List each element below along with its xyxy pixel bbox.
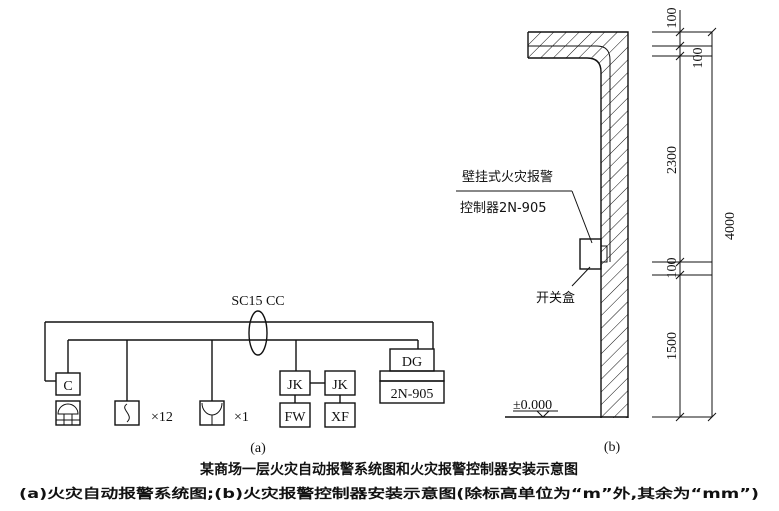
xf-box: [324, 402, 356, 428]
tick-7: [707, 27, 717, 37]
diagram-a-label: (a): [250, 441, 266, 456]
switch-box-leader: [571, 266, 591, 287]
figure-subtitle: (a)火灾自动报警系统图;(b)火灾报警控制器安装示意图(除标高单位为“m”外,…: [19, 486, 759, 502]
tick-4: [675, 257, 685, 267]
dim-100-upper: 100: [691, 48, 706, 69]
dim-2300: 2300: [665, 146, 680, 174]
tick-3: [675, 51, 685, 61]
heat-detector-arc: [201, 402, 223, 416]
module-c-label: C: [63, 379, 72, 394]
callout-line2: 控制器2N-905: [460, 201, 547, 216]
conduit-line: [528, 45, 611, 262]
callout-line1: 壁挂式火灾报警: [462, 169, 553, 185]
heat-count: ×1: [234, 410, 249, 425]
cable-label: SC15 CC: [231, 294, 284, 309]
switch-box-back: [600, 245, 608, 263]
controller-box: [379, 380, 445, 404]
dim-1500: 1500: [665, 332, 680, 360]
smoke-detector-icon: [114, 400, 140, 426]
dim-100-top: 100: [665, 8, 680, 29]
level-triangle-icon: [536, 410, 550, 418]
ground-level-label: ±0.000: [513, 398, 552, 413]
fw-label: FW: [285, 410, 307, 425]
dim-4000: 4000: [723, 212, 738, 240]
controller-top-strip: [379, 370, 445, 382]
switch-box: [579, 238, 602, 270]
tick-1: [675, 27, 685, 37]
controller-label: 2N-905: [391, 387, 434, 402]
cable-bundle-ellipse: [248, 310, 268, 356]
dim-100-mid: 100: [665, 258, 680, 279]
tick-6: [675, 412, 685, 422]
tick-8: [707, 412, 717, 422]
jk-right-label: JK: [332, 378, 348, 393]
system-diagram: SC15 CC C ×12 ×1 JK JK FW: [44, 294, 445, 456]
smoke-count: ×12: [151, 410, 173, 425]
dg-label: DG: [402, 355, 422, 370]
smoke-detector-squiggle: [124, 403, 130, 423]
diagram-b-label: (b): [604, 440, 621, 455]
alarm-bell-icon: [55, 400, 81, 426]
install-diagram: 壁挂式火灾报警 控制器2N-905 开关盒 ±0.000 100 100: [456, 8, 738, 455]
xf-label: XF: [331, 410, 349, 425]
module-c-box: [55, 372, 81, 396]
fw-box: [279, 402, 311, 428]
wall-inner-edge: [528, 57, 602, 418]
tick-5: [675, 270, 685, 280]
bell-dome: [57, 403, 79, 415]
figure-title: 某商场一层火灾自动报警系统图和火灾报警控制器安装示意图: [200, 461, 578, 478]
wall-outer-edge: [528, 31, 629, 418]
jk-left-label: JK: [287, 378, 303, 393]
wall-hatch: [528, 32, 628, 418]
switch-box-label: 开关盒: [536, 290, 575, 306]
tick-2: [675, 41, 685, 51]
callout-leader: [571, 190, 593, 244]
